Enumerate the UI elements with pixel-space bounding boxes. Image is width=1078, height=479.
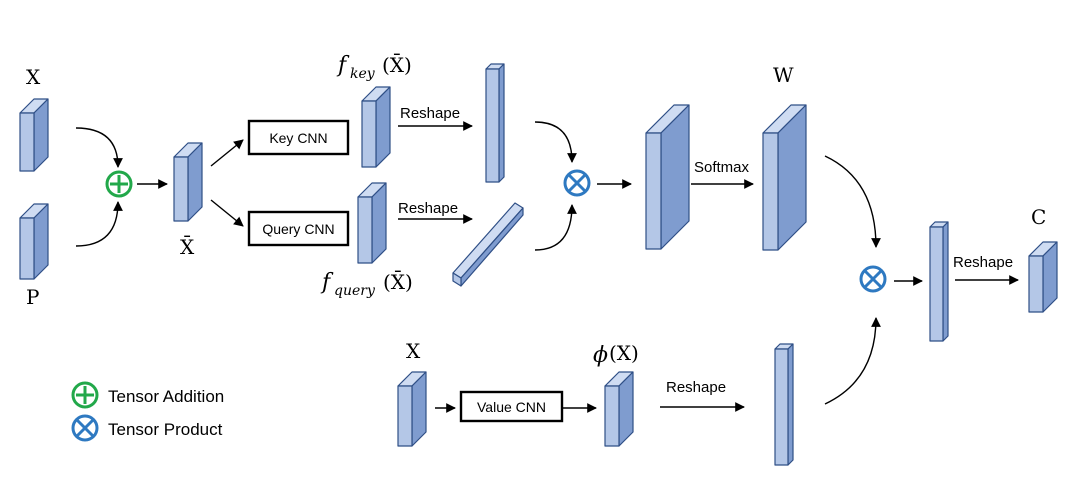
- label-phi-symbol: ϕ: [593, 343, 608, 368]
- addition-icon: [105, 170, 133, 198]
- label-f-key-arg: (X̄): [382, 52, 412, 77]
- label-softmax: Softmax: [694, 159, 750, 176]
- legend-product-icon: [71, 414, 99, 442]
- tensor-value-reshaped: [774, 343, 794, 466]
- label-f-key-sub: key: [350, 66, 376, 82]
- tensor-query-reshaped: [452, 202, 524, 287]
- label-f-query-f: f: [320, 270, 334, 295]
- arrow-xbar-to-key: [210, 139, 244, 167]
- label-reshape-query: Reshape: [398, 200, 458, 217]
- arrow-xbar-to-query: [210, 199, 244, 227]
- tensor-key: [361, 86, 391, 168]
- tensor-attention-map: [645, 104, 690, 250]
- key-cnn-label: Key CNN: [269, 130, 327, 146]
- arrow-p-to-add: [75, 201, 123, 247]
- label-f-key-f: f: [336, 53, 350, 78]
- key-cnn-box: Key CNN: [247, 119, 350, 156]
- label-f-query-arg: (X̄): [383, 269, 413, 294]
- tensor-x-value: [397, 371, 427, 447]
- arrow-query-to-product: [534, 204, 577, 251]
- tensor-key-reshaped: [485, 63, 505, 183]
- arrow-x-to-add: [75, 127, 123, 168]
- arrow-value-to-product: [824, 317, 881, 405]
- tensor-layer: [19, 63, 1058, 466]
- label-w: W: [773, 63, 794, 87]
- arrow-key-to-product: [534, 121, 577, 163]
- query-cnn-box: Query CNN: [247, 210, 350, 247]
- label-reshape-value: Reshape: [666, 379, 726, 396]
- label-phi-arg: (X): [609, 341, 639, 365]
- legend-addition-label: Tensor Addition: [108, 387, 224, 406]
- tensor-query: [357, 182, 387, 264]
- label-f-key: f key (X̄): [336, 52, 412, 82]
- tensor-w: [762, 104, 807, 251]
- product-icon-output: [859, 265, 887, 293]
- label-f-query: f query (X̄): [320, 269, 413, 299]
- label-phi: ϕ (X): [593, 341, 639, 368]
- legend-product-label: Tensor Product: [108, 420, 223, 439]
- label-x-value: X: [406, 339, 421, 363]
- value-cnn-box: Value CNN: [459, 390, 564, 423]
- label-x-input: X: [26, 65, 41, 89]
- label-p-input: P: [26, 285, 39, 309]
- tensor-x: [19, 98, 49, 172]
- label-x-bar: X̄: [180, 234, 195, 259]
- value-cnn-label: Value CNN: [477, 399, 546, 415]
- tensor-p: [19, 203, 49, 280]
- tensor-output-product: [929, 221, 949, 342]
- arrow-w-to-product: [824, 155, 881, 248]
- query-cnn-label: Query CNN: [262, 221, 334, 237]
- legend: Tensor Addition Tensor Product: [71, 381, 224, 442]
- label-c: C: [1031, 205, 1046, 229]
- label-reshape-key: Reshape: [400, 105, 460, 122]
- label-f-query-sub: query: [334, 283, 376, 299]
- label-reshape-output: Reshape: [953, 254, 1013, 271]
- arrows: [75, 121, 1019, 413]
- tensor-phi: [604, 371, 634, 447]
- legend-addition-icon: [71, 381, 99, 409]
- tensor-x-bar: [173, 142, 203, 222]
- product-icon-attention: [563, 169, 591, 197]
- tensor-c: [1028, 241, 1058, 313]
